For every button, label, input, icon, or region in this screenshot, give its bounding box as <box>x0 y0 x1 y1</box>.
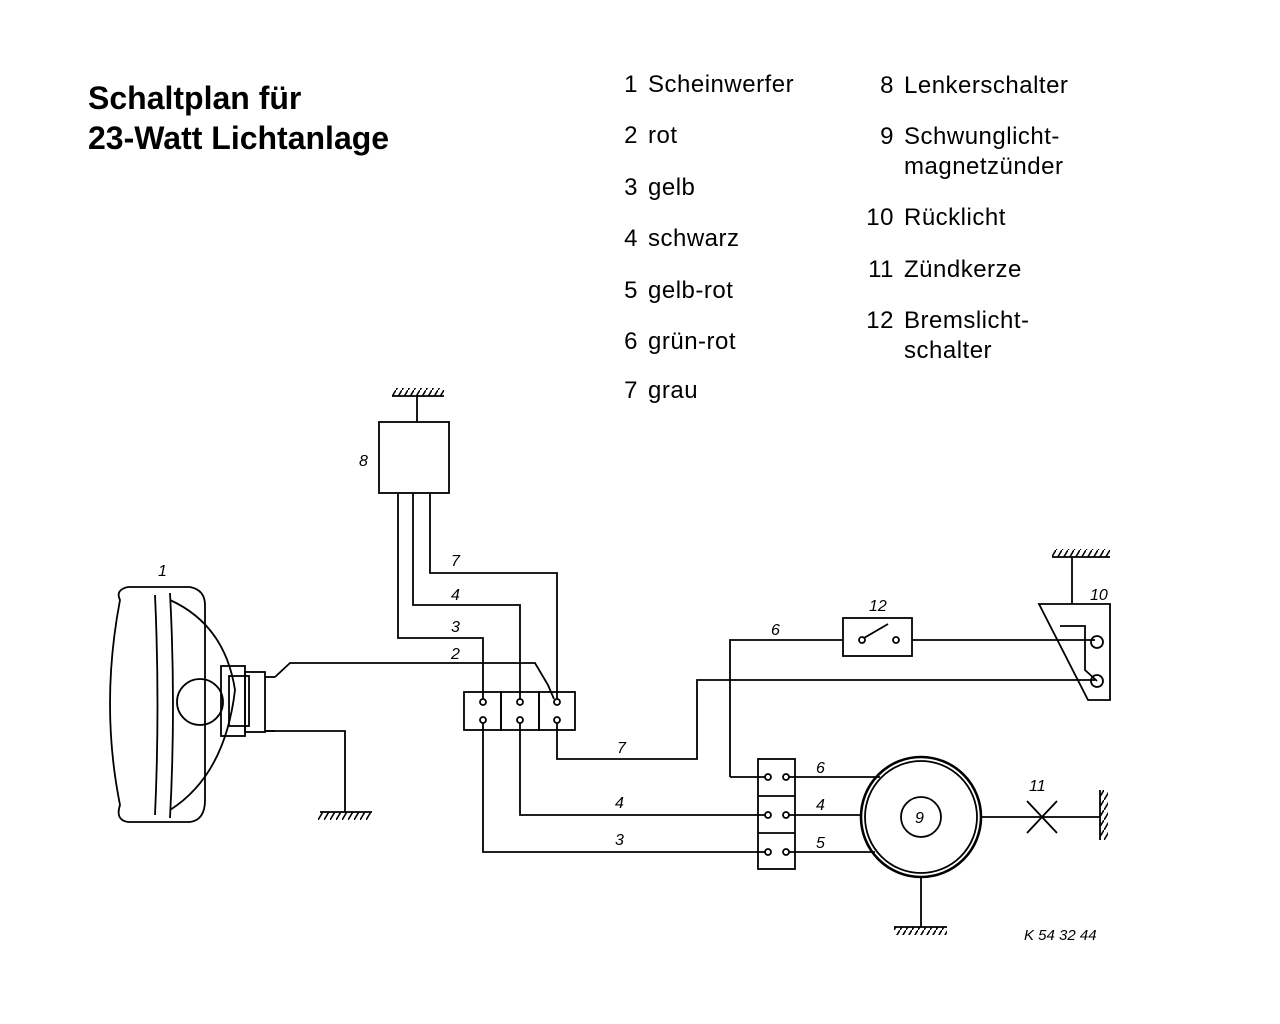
wire-label-7-bottom: 7 <box>617 740 627 757</box>
headlight-symbol <box>109 586 275 823</box>
wire-label-6-top: 6 <box>771 622 780 639</box>
wires-switch-to-block <box>274 493 558 700</box>
drawing-code: K 54 32 44 <box>1024 927 1097 944</box>
wire-label-4-magneto: 4 <box>816 797 825 814</box>
wire-label-3-bottom: 3 <box>615 832 624 849</box>
wire-label-4-bottom: 4 <box>615 795 624 812</box>
wire-label-2-top: 2 <box>450 646 460 663</box>
magneto-terminal-block <box>730 758 880 870</box>
tail-light <box>1037 549 1111 701</box>
wire-label-6-magneto: 6 <box>816 760 825 777</box>
title-line-1: Schaltplan für <box>88 80 302 116</box>
diagram-title: Schaltplan für 23-Watt Lichtanlage <box>88 78 389 158</box>
title-line-2: 23-Watt Lichtanlage <box>88 120 390 156</box>
wire-label-5-magneto: 5 <box>816 835 825 852</box>
label-spark-plug: 11 <box>1029 778 1046 795</box>
label-headlight: 1 <box>158 563 167 580</box>
label-handlebar-switch: 8 <box>359 453 368 470</box>
brake-light-switch <box>842 617 1095 657</box>
headlight-ground <box>265 730 372 820</box>
magneto <box>859 755 983 935</box>
wire-label-4-top: 4 <box>451 587 460 604</box>
wires-block-to-magneto <box>482 639 1095 853</box>
label-magneto: 9 <box>915 810 924 827</box>
spark-plug <box>981 790 1108 840</box>
label-brake-switch: 12 <box>869 598 887 615</box>
wire-label-3-top: 3 <box>451 619 460 636</box>
label-tail-light: 10 <box>1090 587 1108 604</box>
handlebar-switch <box>378 388 450 494</box>
wire-label-7-top: 7 <box>451 553 461 570</box>
